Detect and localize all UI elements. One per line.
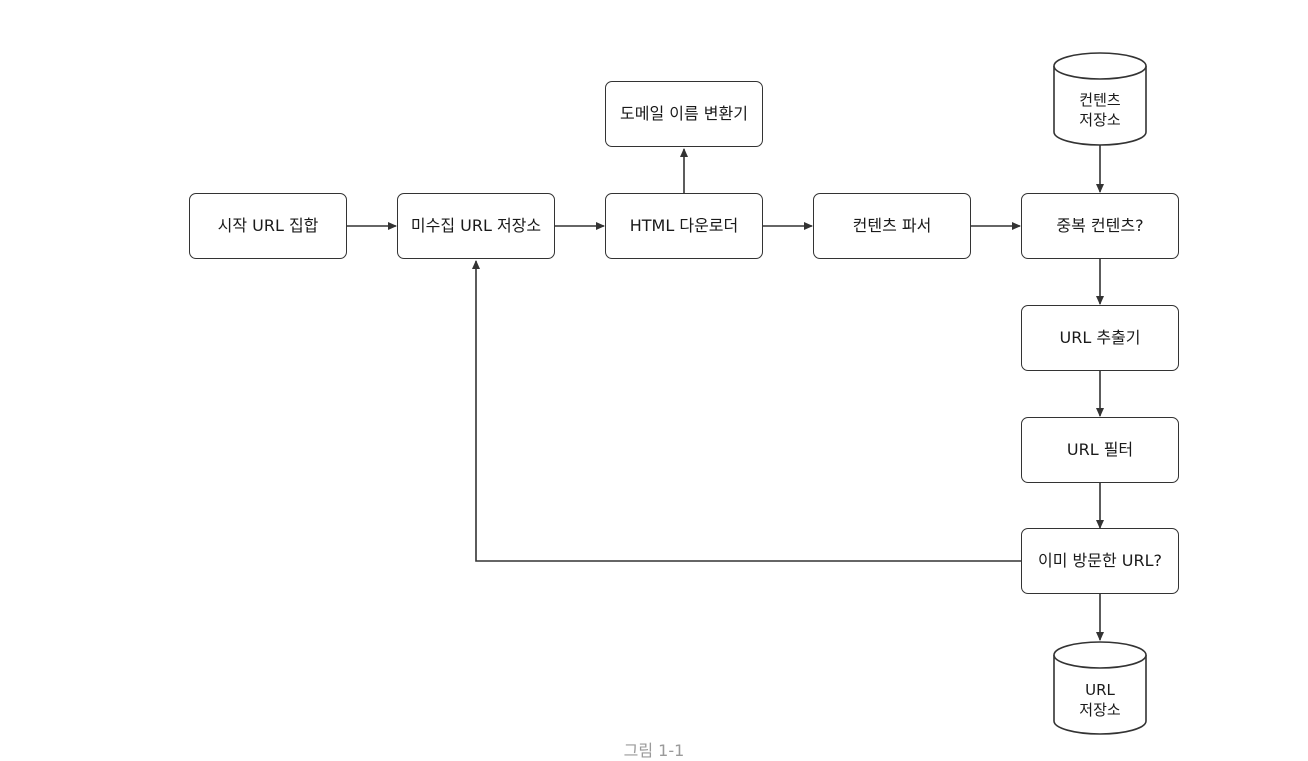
content-parser-node: 컨텐츠 파서: [813, 193, 971, 259]
seed-urls-node: 시작 URL 집합: [189, 193, 347, 259]
figure-caption: 그림 1-1: [623, 741, 685, 760]
frontier-node: 미수집 URL 저장소: [397, 193, 555, 259]
html-downloader-node: HTML 다운로더: [605, 193, 763, 259]
content-seen-node: 중복 컨텐츠?: [1021, 193, 1179, 259]
dns-resolver-node: 도메일 이름 변환기: [605, 81, 763, 147]
url-extractor-node: URL 추출기: [1021, 305, 1179, 371]
url-seen-node: 이미 방문한 URL?: [1021, 528, 1179, 594]
content-storage-cylinder: [1053, 52, 1147, 146]
url-storage-label: URL 저장소: [1079, 680, 1121, 719]
content-storage-label: 컨텐츠 저장소: [1079, 90, 1121, 129]
arrow-url-seen-to-frontier: [472, 260, 1021, 562]
url-storage-cylinder: [1053, 641, 1147, 735]
url-filter-node: URL 필터: [1021, 417, 1179, 483]
